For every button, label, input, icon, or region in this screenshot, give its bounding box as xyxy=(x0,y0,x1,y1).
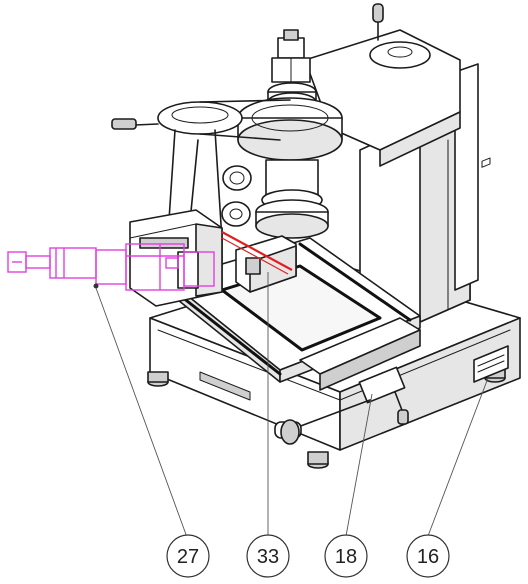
callout-33-label: 33 xyxy=(257,546,279,568)
callout-16-label: 16 xyxy=(417,546,439,568)
belt-housing xyxy=(111,99,291,243)
magenta-camera-module xyxy=(7,243,215,291)
stage-sensor-block xyxy=(235,235,297,293)
callout-18: 18 xyxy=(324,534,368,578)
leader-lines xyxy=(95,272,489,541)
callout-27: 27 xyxy=(166,534,210,578)
callout-18-label: 18 xyxy=(335,546,357,568)
top-handwheel xyxy=(369,3,431,69)
base-control-panel xyxy=(473,157,509,383)
machine-column xyxy=(359,63,479,323)
callout-27-label: 27 xyxy=(177,546,199,568)
callout-16: 16 xyxy=(406,534,450,578)
spindle-assembly xyxy=(237,29,343,239)
focus-knob xyxy=(221,165,252,227)
red-laser-beam xyxy=(221,231,293,275)
cross-slide-handle xyxy=(274,366,409,445)
callout-33: 33 xyxy=(246,534,290,578)
